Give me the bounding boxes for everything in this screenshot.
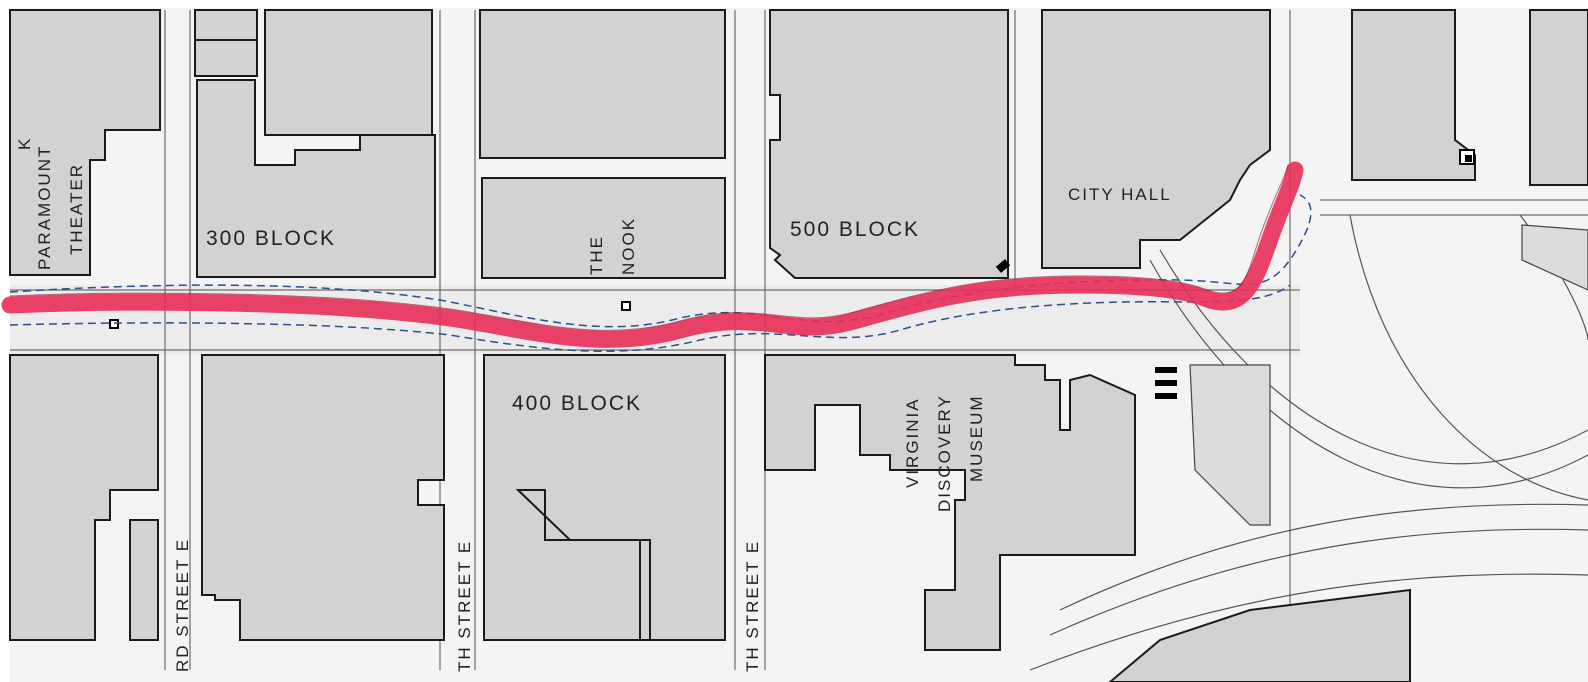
route-line-edge: [9, 164, 1289, 331]
building-500-block: [769, 9, 1009, 279]
south-buildings: [9, 354, 1411, 682]
building-n4a: [479, 9, 726, 159]
building-400-courtyard: [515, 489, 651, 641]
label-paramount-line1: PARAMOUNT: [35, 145, 54, 270]
building-ne-b: [1529, 9, 1588, 186]
label-400-block: 400 BLOCK: [512, 392, 642, 415]
building-n3: [264, 9, 433, 136]
cross-streets: [164, 10, 1588, 682]
label-museum-line1: VIRGINIA: [903, 397, 922, 488]
building-nook-block: [481, 177, 726, 279]
rail-curves: [1029, 214, 1588, 671]
label-4th-street: TH STREET E: [455, 540, 474, 672]
label-paramount-line2: THEATER: [67, 163, 86, 255]
building-rail-warehouse: [1108, 588, 1411, 682]
building-museum: [764, 354, 1136, 651]
label-nook-line2: NOOK: [619, 217, 638, 275]
label-300-block: 300 BLOCK: [206, 227, 336, 250]
building-paramount: [9, 9, 161, 276]
building-sw: [9, 354, 159, 641]
building-south-east: [1189, 364, 1271, 526]
label-nook-line1: THE: [587, 235, 606, 275]
label-museum-line2: DISCOVERY: [935, 394, 954, 512]
building-city-hall: [1041, 9, 1271, 269]
building-ne-c: [1521, 224, 1588, 291]
building-sw-narrow: [129, 519, 159, 641]
label-museum-line3: MUSEUM: [967, 394, 986, 482]
building-small-b: [194, 39, 258, 77]
label-edge-letter: K: [15, 137, 34, 150]
left-margin: [0, 0, 10, 682]
route-dashed-outline-south: [9, 284, 1291, 352]
kiosk-markers: [109, 149, 1475, 399]
building-south-3: [201, 354, 445, 641]
label-3rd-street: RD STREET E: [173, 538, 192, 672]
north-buildings: [9, 9, 1588, 291]
top-margin: [0, 0, 1588, 8]
route-line: [1, 161, 1304, 348]
label-city-hall: CITY HALL: [1068, 185, 1172, 204]
label-5th-street: TH STREET E: [743, 540, 762, 672]
building-small-a: [194, 9, 258, 41]
label-500-block: 500 BLOCK: [790, 218, 920, 241]
building-400-block-outline: [483, 354, 726, 641]
route-dashed-outline: [9, 194, 1312, 328]
building-300-block: [196, 79, 436, 278]
